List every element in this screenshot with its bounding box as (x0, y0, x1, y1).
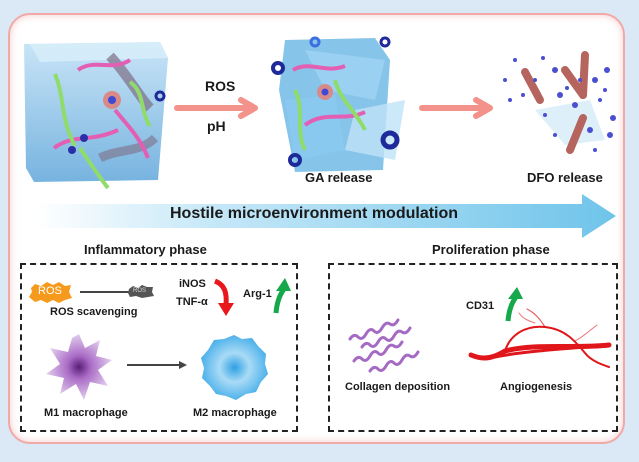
ros-burst-icon (29, 282, 72, 303)
arrow-right-icon (419, 97, 493, 119)
blood-vessels-icon (468, 308, 612, 368)
arrow-right-icon (174, 97, 258, 119)
stimulus-ph: pH (207, 118, 226, 134)
cd31-marker: CD31 (466, 300, 495, 312)
ros-scavenging-label: ROS scavenging (50, 306, 138, 318)
marker-arg1: Arg-1 (243, 288, 272, 300)
collagen-deposition-label: Collagen deposition (345, 381, 451, 393)
proliferation-panel (328, 263, 618, 432)
m1-macrophage-label: M1 macrophage (44, 407, 128, 419)
angiogenesis-label: Angiogenesis (500, 381, 573, 393)
collagen-fibers-icon (348, 318, 420, 373)
m2-macrophage-icon (201, 335, 268, 400)
dfo-release-label: DFO release (527, 170, 603, 185)
banner-text: Hostile microenvironment modulation (170, 205, 459, 222)
ros-big-label: ROS (38, 285, 62, 297)
hydrogel-cube-intact (24, 42, 168, 190)
up-arrow-icon (273, 278, 291, 314)
marker-tnf: TNF-α (176, 296, 208, 308)
down-arrow-icon (213, 278, 234, 316)
ros-scavenged-icon (128, 285, 154, 298)
ros-small-label: ROS (133, 288, 147, 294)
proliferation-phase-title: Proliferation phase (432, 242, 550, 257)
arrow-right-icon (127, 361, 187, 369)
m2-macrophage-label: M2 macrophage (193, 407, 277, 419)
modulation-banner-arrow (36, 194, 616, 238)
m1-macrophage-icon (46, 334, 112, 400)
marker-inos: iNOS (179, 278, 206, 290)
dfo-release-burst (503, 51, 616, 154)
up-arrow-icon (505, 287, 523, 322)
ga-release-label: GA release (305, 170, 373, 185)
inflammatory-panel (20, 263, 298, 432)
hydrogel-cube-degrading (271, 36, 405, 172)
stimulus-ros: ROS (205, 78, 236, 94)
inflammatory-phase-title: Inflammatory phase (84, 242, 207, 257)
